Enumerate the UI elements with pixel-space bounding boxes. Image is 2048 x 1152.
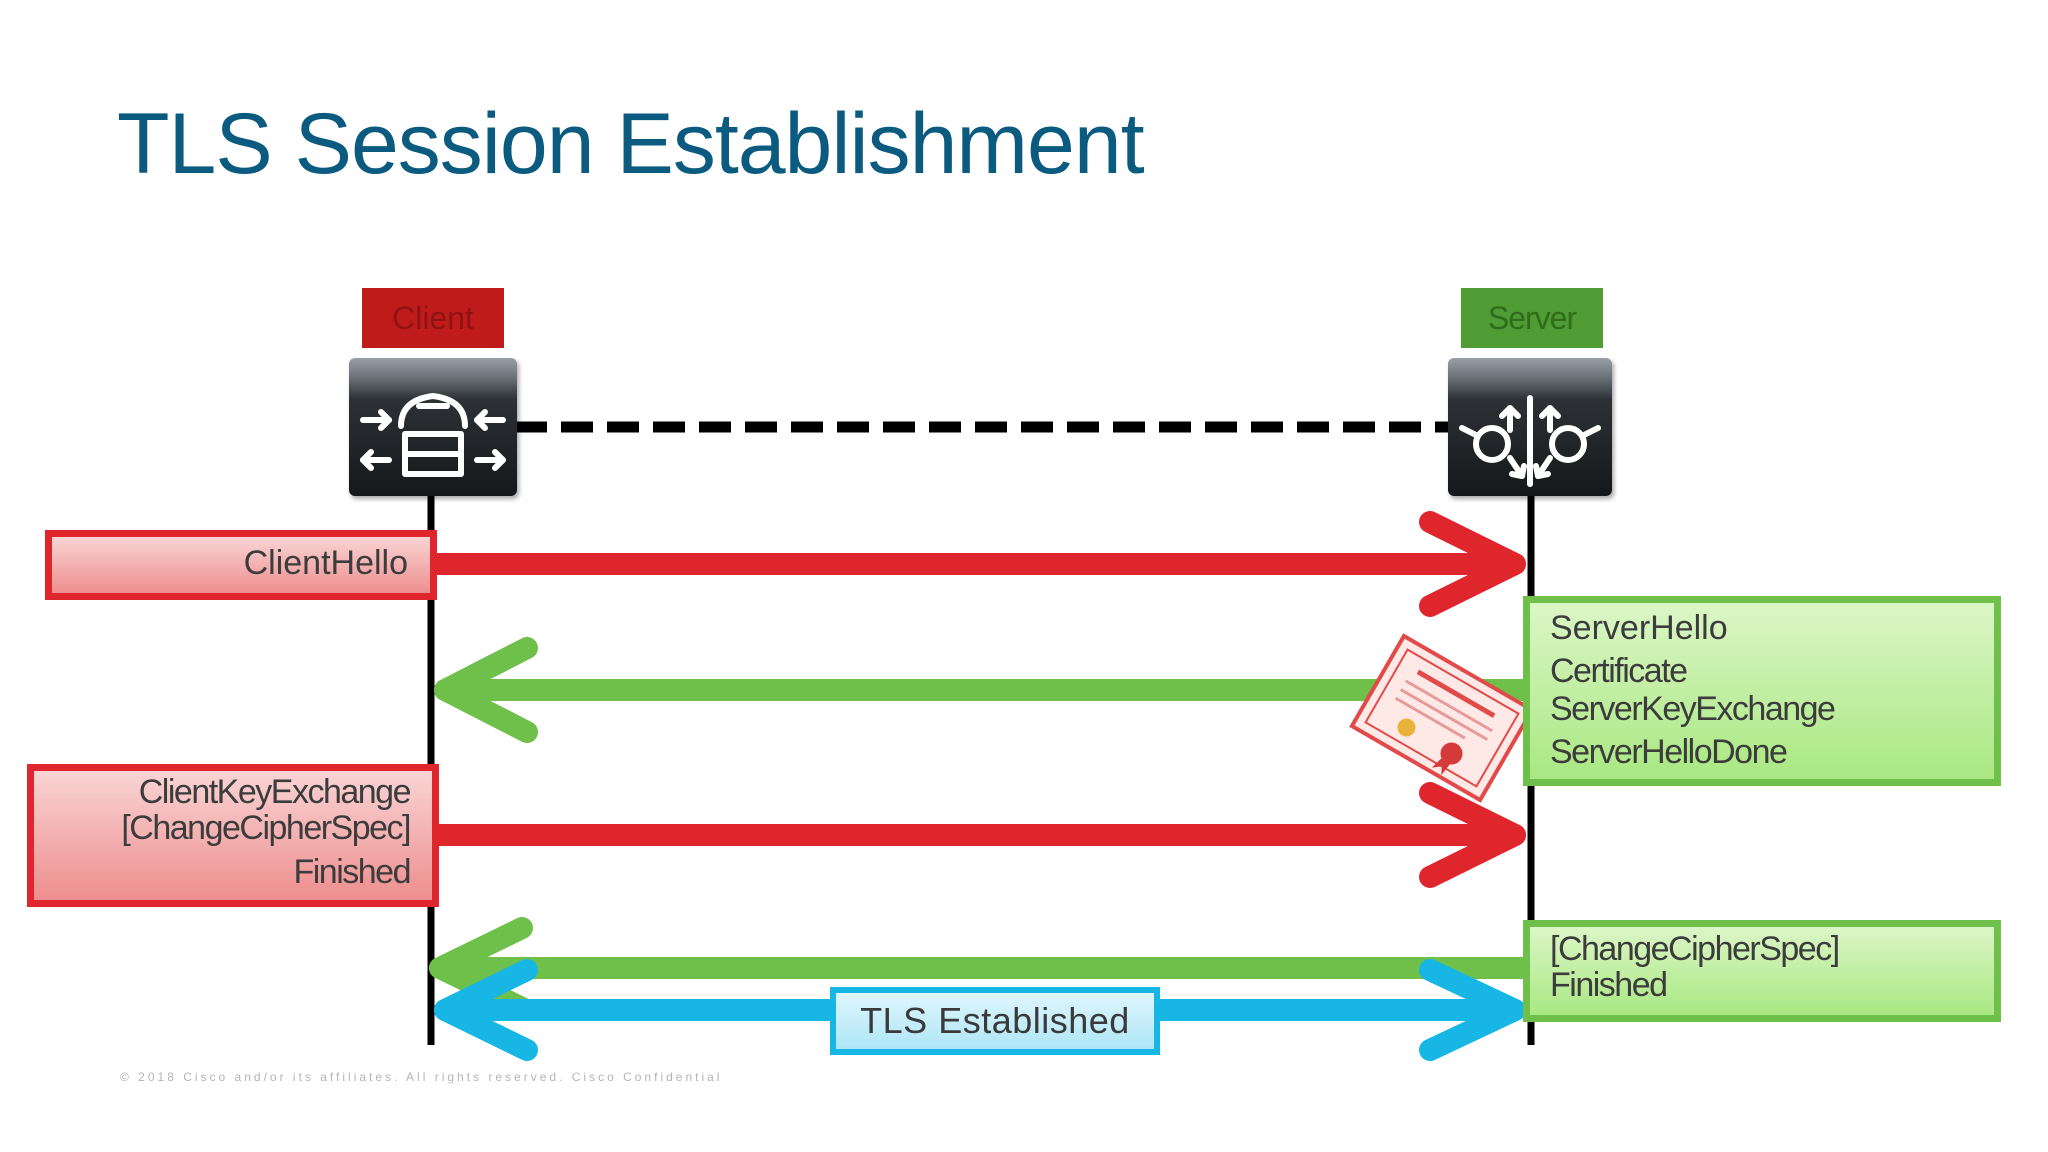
tls-established-label: TLS Established bbox=[830, 987, 1160, 1055]
message-line: ServerHelloDone bbox=[1550, 733, 1788, 771]
voice-router-icon bbox=[349, 358, 517, 496]
client-key-exchange-arrow bbox=[425, 782, 1526, 888]
message-line: ClientKeyExchange bbox=[138, 773, 412, 811]
server-hello-arrow bbox=[434, 637, 1536, 743]
message-line: Finished bbox=[293, 853, 411, 891]
client-hello-box: ClientHello bbox=[45, 530, 437, 600]
message-line: ClientHello bbox=[243, 544, 408, 582]
server-hello-box: ServerHello Certificate ServerKeyExchang… bbox=[1523, 596, 2001, 786]
message-line: ServerHello bbox=[1550, 609, 1728, 647]
message-line: [ChangeCipherSpec] bbox=[121, 809, 411, 847]
message-line: ServerKeyExchange bbox=[1550, 690, 1836, 728]
call-manager-icon bbox=[1448, 358, 1612, 496]
server-finished-box: [ChangeCipherSpec] Finished bbox=[1523, 920, 2001, 1022]
page-title: TLS Session Establishment bbox=[117, 96, 1145, 192]
client-label: Client bbox=[362, 288, 504, 348]
client-key-exchange-box: ClientKeyExchange [ChangeCipherSpec] Fin… bbox=[27, 764, 439, 907]
server-label: Server bbox=[1461, 288, 1603, 348]
client-hello-arrow bbox=[425, 511, 1526, 617]
certificate-icon bbox=[1349, 633, 1535, 803]
message-line: Certificate bbox=[1550, 652, 1688, 690]
copyright-footer: © 2018 Cisco and/or its affiliates. All … bbox=[120, 1070, 723, 1084]
message-line: [ChangeCipherSpec] bbox=[1550, 930, 1840, 968]
message-line: Finished bbox=[1550, 966, 1668, 1004]
